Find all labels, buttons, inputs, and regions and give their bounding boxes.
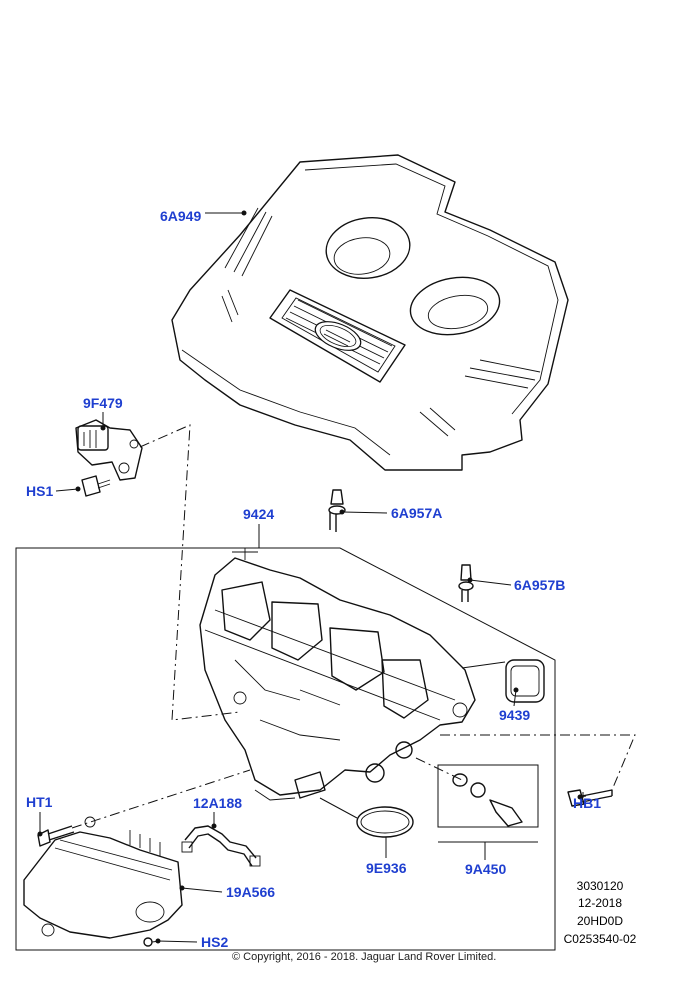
callout-map-sensor: 9F479 [83,395,123,411]
map-sensor [75,419,143,481]
leader-lines [37,210,587,944]
land-rover-oval-logo-icon [314,321,362,351]
cover-stud-b [458,564,474,602]
valve-kit [437,764,539,828]
callout-intake-manifold: 9424 [243,506,274,522]
callout-sensor-bolt: HS1 [26,483,53,499]
cooler [23,816,183,939]
drawing-model: 20HD0D [577,914,623,928]
callout-manifold-gasket: 9439 [499,707,530,723]
drawing-date: 12-2018 [578,896,622,910]
callout-engine-cover: 6A949 [160,208,201,224]
copyright-notice: © Copyright, 2016 - 2018. Jaguar Land Ro… [232,951,496,963]
callout-manifold-bolt: HB1 [573,795,601,811]
assembly-boundary [15,547,556,951]
callout-o-ring: 9E936 [366,860,407,876]
hose [181,825,261,867]
engine-cover [171,154,569,471]
callout-cooler: 19A566 [226,884,275,900]
callout-cooler-bolt: HS2 [201,934,228,950]
callout-cover-stud-a: 6A957A [391,505,442,521]
heater-tube [37,825,75,847]
callout-hose: 12A188 [193,795,242,811]
drawing-id: C0253540-02 [564,932,637,946]
callout-cover-stud-b: 6A957B [514,577,565,593]
cover-stud-a [328,489,346,532]
alignment-lines [71,424,636,829]
callout-heater-tube: HT1 [26,794,53,810]
intake-manifold [199,548,476,801]
manifold-gasket [505,659,545,703]
callout-valve-kit: 9A450 [465,861,506,877]
drawing-code: 3030120 [577,879,624,893]
sensor-bolt [81,475,111,497]
manifold-bolt [567,789,613,807]
o-ring [356,806,414,838]
